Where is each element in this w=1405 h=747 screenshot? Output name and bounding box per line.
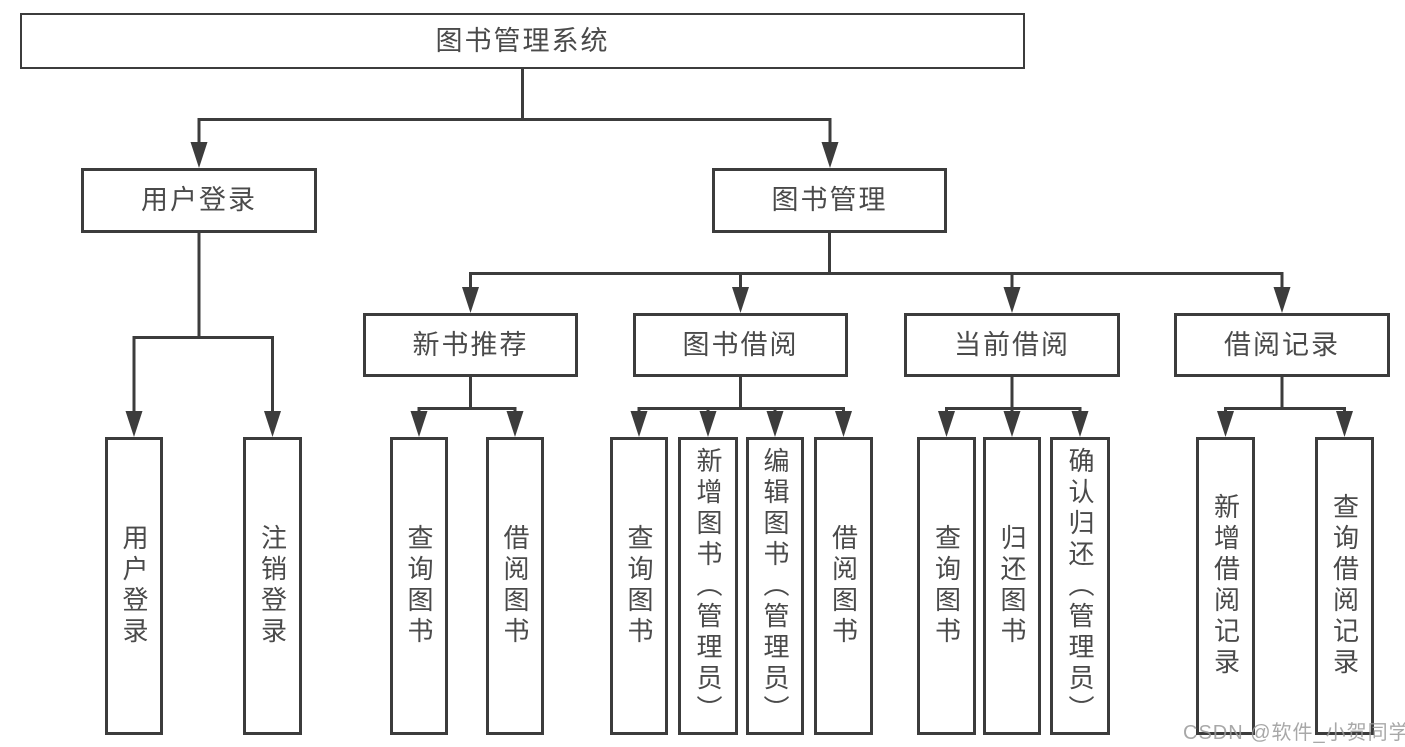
arrow-icon	[1273, 287, 1291, 313]
node-label: 确认归还（管理员）	[1065, 446, 1095, 726]
arrow-icon	[190, 142, 208, 168]
leaf-add-borrow-record: 新增借阅记录	[1196, 437, 1255, 735]
arrow-icon	[506, 411, 524, 437]
arrow-icon	[462, 287, 479, 313]
node-book-borrowing: 图书借阅	[633, 313, 848, 377]
leaf-borrow-books-2: 借阅图书	[814, 437, 873, 735]
leaf-add-books-admin: 新增图书（管理员）	[678, 437, 738, 735]
leaf-query-books-3: 查询图书	[917, 437, 976, 735]
node-label: 用户登录	[119, 524, 149, 648]
leaf-logout: 注销登录	[243, 437, 302, 735]
leaf-user-login: 用户登录	[105, 437, 163, 735]
arrow-icon	[821, 142, 839, 168]
node-label: 借阅图书	[828, 524, 859, 648]
leaf-edit-books-admin: 编辑图书（管理员）	[746, 437, 804, 735]
arrow-icon	[699, 411, 717, 437]
arrow-icon	[264, 411, 281, 437]
node-label: 图书借阅	[682, 329, 799, 360]
node-label: 新增借阅记录	[1210, 493, 1241, 679]
leaf-borrow-books-1: 借阅图书	[486, 437, 544, 735]
arrow-icon	[125, 411, 143, 437]
arrow-icon	[410, 411, 428, 437]
node-label: 新书推荐	[412, 329, 529, 360]
node-label: 归还图书	[997, 524, 1027, 648]
node-label: 借阅记录	[1224, 329, 1340, 360]
arrow-icon	[732, 287, 749, 313]
node-current-borrowing: 当前借阅	[904, 313, 1120, 377]
arrow-icon	[938, 411, 955, 437]
node-user-login: 用户登录	[81, 168, 317, 233]
node-label: 当前借阅	[954, 329, 1070, 360]
arrow-icon	[1336, 411, 1353, 437]
arrow-icon	[1071, 411, 1089, 437]
node-label: 图书管理	[771, 185, 888, 215]
arrow-icon	[1217, 411, 1234, 437]
node-label: 查询图书	[404, 524, 434, 648]
node-label: 编辑图书（管理员）	[760, 446, 790, 726]
leaf-query-books-1: 查询图书	[390, 437, 448, 735]
node-label: 查询图书	[931, 524, 962, 648]
node-label: 查询借阅记录	[1329, 493, 1360, 679]
node-label: 新增图书（管理员）	[693, 446, 723, 726]
node-book-management: 图书管理	[712, 168, 947, 233]
leaf-confirm-return-admin: 确认归还（管理员）	[1050, 437, 1110, 735]
node-label: 用户登录	[141, 185, 257, 215]
arrow-icon	[835, 411, 852, 437]
arrow-icon	[1003, 287, 1021, 313]
arrow-icon	[766, 411, 784, 437]
node-label: 借阅图书	[500, 524, 530, 648]
leaf-query-borrow-record: 查询借阅记录	[1315, 437, 1374, 735]
node-label: 注销登录	[257, 524, 288, 648]
node-library-system: 图书管理系统	[20, 13, 1025, 69]
leaf-query-books-2: 查询图书	[610, 437, 668, 735]
arrow-icon	[1003, 411, 1021, 437]
node-borrowing-records: 借阅记录	[1174, 313, 1390, 377]
node-label: 查询图书	[624, 524, 654, 648]
node-label: 图书管理系统	[435, 25, 610, 56]
leaf-return-books: 归还图书	[983, 437, 1041, 735]
arrow-icon	[630, 411, 648, 437]
watermark: CSDN @软件_小贺同学	[1183, 722, 1405, 744]
node-new-book-recommendation: 新书推荐	[363, 313, 578, 377]
